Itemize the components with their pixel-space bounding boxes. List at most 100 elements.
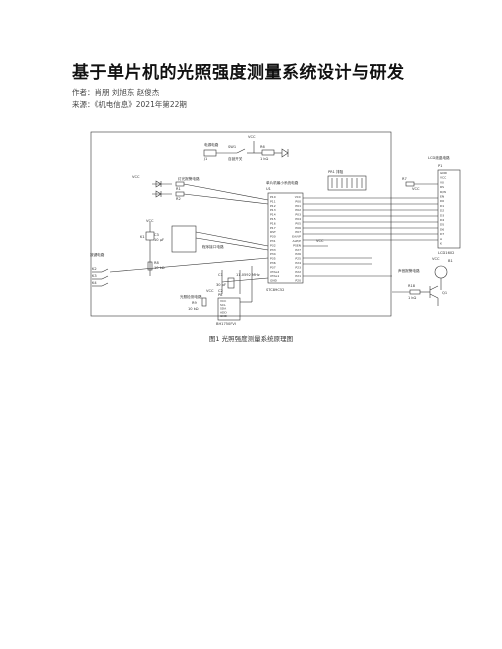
lcd-pin-label: D2: [440, 209, 444, 213]
mcu-pin-label: P16: [270, 221, 276, 225]
mcu-pin-label: XTAL2: [270, 270, 279, 274]
label-vcc-lcd: VCC: [412, 187, 420, 191]
label-r6-val: 1 kΩ: [260, 157, 269, 161]
mcu-pin-label: P04: [295, 217, 301, 221]
lcd-pin-label: D0: [440, 199, 444, 203]
mcu-pin-label: P25: [295, 257, 301, 261]
mcu-pin-label: P31: [270, 239, 276, 243]
light-sensor-chip: [217, 297, 241, 321]
label-c1: C1: [218, 273, 223, 277]
label-r7: R7: [402, 177, 407, 181]
label-vcc-sensor: VCC: [206, 289, 214, 293]
label-r2: R2: [176, 197, 181, 201]
mcu-pin-label: P15: [270, 217, 276, 221]
label-crystal: 11.0592 MHz: [236, 273, 260, 277]
mcu-pin-label: EA/VP: [292, 235, 301, 239]
label-vcc-top: VCC: [248, 135, 256, 139]
mcu-pin-label: P23: [295, 265, 301, 269]
label-vcc-key: VCC: [146, 219, 154, 223]
buzzer: [434, 265, 448, 279]
label-k4: K4: [92, 281, 97, 285]
label-light-sensor: 光照检测电路: [180, 294, 202, 299]
label-q1: Q1: [442, 291, 447, 295]
label-power-circuit: 电源电路: [204, 142, 219, 147]
label-r18: R18: [408, 284, 416, 288]
label-pr1: PR1 排阻: [328, 169, 344, 174]
lcd-pin-label: D4: [440, 218, 444, 222]
lcd-pin-label: D1: [440, 204, 444, 208]
mcu-pin-label: P02: [295, 208, 301, 212]
figure-caption: 图1 光照强度测量系统原理图: [208, 335, 294, 343]
mcu-pin-label: RST: [270, 230, 276, 234]
label-r6: R6: [260, 145, 265, 149]
source-line: 来源：《机电信息》2021年第22期: [72, 99, 187, 110]
mcu-pin-label: P22: [295, 270, 301, 274]
label-c3-val: 10 μF: [154, 238, 164, 242]
mcu-pin-label: P34: [270, 252, 276, 256]
lcd-pin-label: D6: [440, 227, 444, 231]
lcd-pin-label: A: [440, 237, 443, 241]
authors-label: 作者：: [72, 88, 95, 97]
mcu-pin-label: P01: [295, 204, 301, 208]
sensor-pin-label: ADD: [220, 310, 227, 314]
lcd-pin-label: V0: [440, 180, 444, 184]
mcu-pin-label: P12: [270, 204, 276, 208]
source-label: 来源：: [72, 100, 95, 109]
label-k2: K2: [92, 267, 97, 271]
lcd-pin-label: D7: [440, 232, 444, 236]
sensor-pin-label: VCC: [220, 299, 226, 303]
label-r8: R8: [154, 261, 159, 265]
mcu-pin-label: P26: [295, 252, 301, 256]
label-b1: B1: [448, 259, 453, 263]
label-p8: P8: [218, 293, 223, 297]
sensor-pin-label: GND: [220, 314, 228, 318]
label-power-switch: 自锁开关: [228, 156, 243, 161]
lcd-pin-label: VCC: [440, 176, 446, 180]
mcu-pin-label: P37: [270, 265, 276, 269]
mcu-chip: [267, 192, 304, 284]
label-j1: J1: [203, 157, 207, 161]
label-r8-val: 10 kΩ: [154, 266, 165, 270]
mcu-pin-label: P30: [270, 235, 276, 239]
mcu-pin-label: P24: [295, 261, 301, 265]
label-sensor-model: BH1750FVI: [216, 322, 236, 326]
mcu-pin-label: P10: [270, 195, 276, 199]
mcu-left-pins: P10P11P12P13P14P15P16P17RSTP30P31P32P33P…: [270, 195, 279, 283]
label-k3: K3: [92, 274, 97, 278]
lcd-pin-label: EN: [440, 195, 444, 199]
mcu-pin-label: GND: [270, 279, 278, 283]
lcd-pin-label: D3: [440, 213, 444, 217]
sensor-pin-label: SDA: [220, 307, 227, 311]
lcd-pin-label: RS: [440, 185, 444, 189]
mcu-pin-label: P11: [270, 199, 276, 203]
label-u1: U1: [266, 187, 271, 191]
label-vcc-sound: VCC: [432, 257, 440, 261]
label-key-circuit: 按键电路: [90, 252, 105, 257]
mcu-pin-label: P21: [295, 274, 301, 278]
mcu-pin-label: P35: [270, 257, 276, 261]
label-prog-port: 程序接口电路: [202, 244, 224, 249]
mcu-right-pins: VCCP00P01P02P03P04P05P06P07EA/VPALE/PPSE…: [292, 195, 301, 283]
label-c-val: 30 pF: [216, 283, 226, 287]
source: 《机电信息》2021年第22期: [94, 100, 187, 109]
label-led-alarm: 灯光报警电路: [178, 176, 200, 181]
mcu-pin-label: P05: [295, 221, 301, 225]
label-vcc-mcu: VCC: [316, 239, 324, 243]
mcu-pin-label: VCC: [295, 195, 301, 199]
mcu-pin-label: P00: [295, 199, 301, 203]
label-sw1: SW1: [228, 145, 236, 149]
lcd-pin-label: D5: [440, 223, 444, 227]
label-mcu-min: 单片机最小系统电路: [266, 180, 299, 185]
label-lcd-model: LCD1602: [438, 251, 454, 255]
mcu-pin-label: XTAL1: [270, 274, 279, 278]
sensor-pin-label: SCL: [220, 303, 226, 307]
label-c3: C3: [154, 233, 159, 237]
label-p1: P1: [438, 164, 442, 168]
lcd-module: [437, 169, 461, 249]
mcu-pin-label: P36: [270, 261, 276, 265]
label-r1: R1: [176, 187, 181, 191]
mcu-pin-label: P17: [270, 226, 276, 230]
mcu-pin-label: P06: [295, 226, 301, 230]
label-chip: STC89C52: [266, 288, 284, 292]
